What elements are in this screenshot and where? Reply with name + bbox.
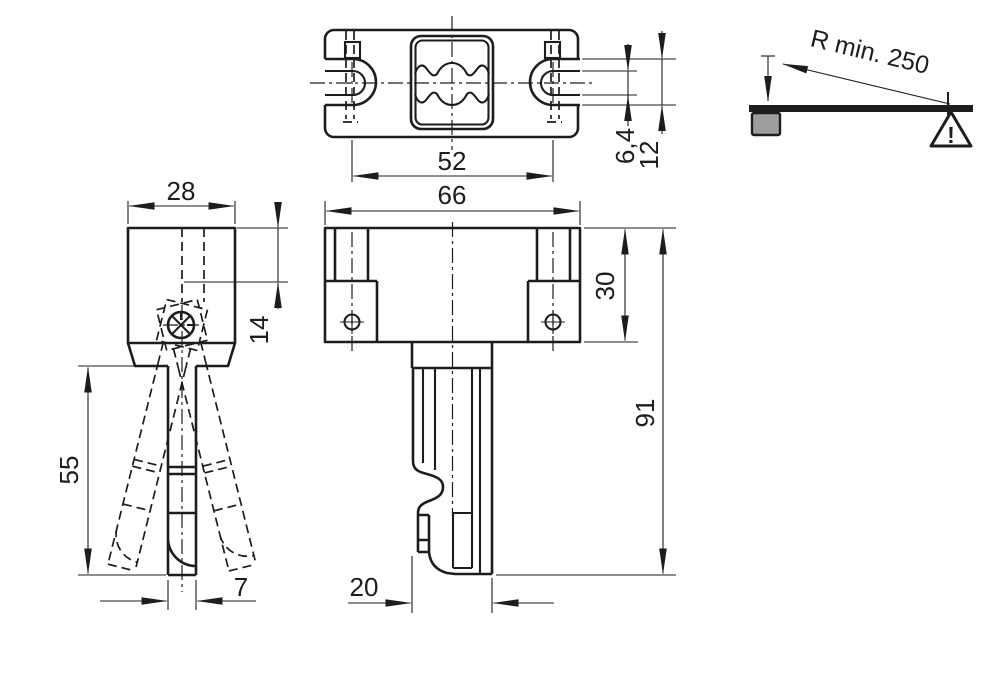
dim-label-slot-opening-height: 6,4 [610, 128, 640, 164]
mounting-surface-bar [749, 105, 973, 112]
front-view-shank-outline [411, 368, 492, 576]
top-view [310, 16, 594, 150]
dim-label-lever-length: 55 [54, 456, 84, 485]
top-view-slot-left [325, 57, 378, 107]
radius-leader-arrow [782, 63, 951, 105]
dim-label-mounting-tab-height: 30 [590, 272, 620, 301]
dim-label-body-depth: 28 [167, 176, 196, 206]
front-view-collar [410, 342, 494, 574]
warning-triangle-icon [929, 110, 973, 148]
bend-radius-label: R min. 250 [808, 24, 932, 79]
pivot-screw-cross [171, 313, 193, 335]
top-view-plate-outline [323, 28, 580, 139]
side-view-centerlines [163, 305, 199, 592]
side-view-hidden-channel [181, 228, 205, 302]
dim-label-slot-spacing: 52 [438, 146, 467, 176]
top-view-hidden-edges [343, 31, 562, 123]
dim-label-shank-width: 20 [350, 572, 379, 602]
top-view-clamp-detail-left [343, 40, 362, 60]
dim-label-pivot-offset: 14 [244, 316, 274, 345]
dim-label-lever-width: 7 [234, 572, 248, 602]
dim-label-slot-height: 12 [634, 141, 664, 170]
dim-label-overall-height: 91 [630, 399, 660, 428]
warning-exclamation: ! [947, 122, 955, 148]
dim-label-overall-width: 66 [438, 180, 467, 210]
top-view-slot-right-opening [539, 69, 580, 97]
top-view-centerlines [310, 16, 594, 150]
front-view-slots-and-tabs [325, 228, 580, 342]
top-view-slot-right [528, 57, 580, 107]
front-view-centerlines [351, 222, 554, 516]
front-view [323, 222, 582, 576]
top-view-clamp-detail-right [543, 40, 562, 60]
front-view-shank-inner-lines [421, 368, 482, 574]
dimension-annotations: 52 66 6,4 12 28 14 55 7 2 [54, 31, 676, 613]
bend-radius-diagram: ! R min. 250 [749, 24, 973, 148]
side-view [101, 226, 263, 592]
actuator-block [750, 111, 782, 137]
